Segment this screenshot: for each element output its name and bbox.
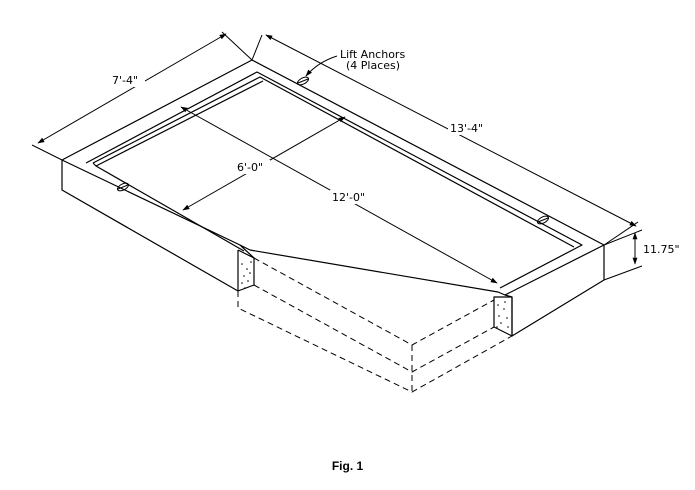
overall-length-label: 13'-4" [450,122,483,135]
callout-line-1: Lift Anchors [340,48,405,61]
lift-anchor-icon [536,215,550,225]
figure-caption: Fig. 1 [331,459,364,473]
dimension-labels: 7'-4" 13'-4" 6'-0" 12'-0" 11.75" Lift An… [109,48,680,256]
overall-width-label: 7'-4" [112,74,138,87]
lift-anchor-icon [116,182,130,192]
hidden-continuation [237,257,513,393]
dimension-lines [31,31,643,284]
lift-anchor-icon [296,76,310,86]
inner-width-label: 6'-0" [237,161,263,174]
callout-line-2: (4 Places) [346,59,400,72]
inner-length-label: 12'-0" [332,191,365,204]
height-label: 11.75" [643,243,680,256]
